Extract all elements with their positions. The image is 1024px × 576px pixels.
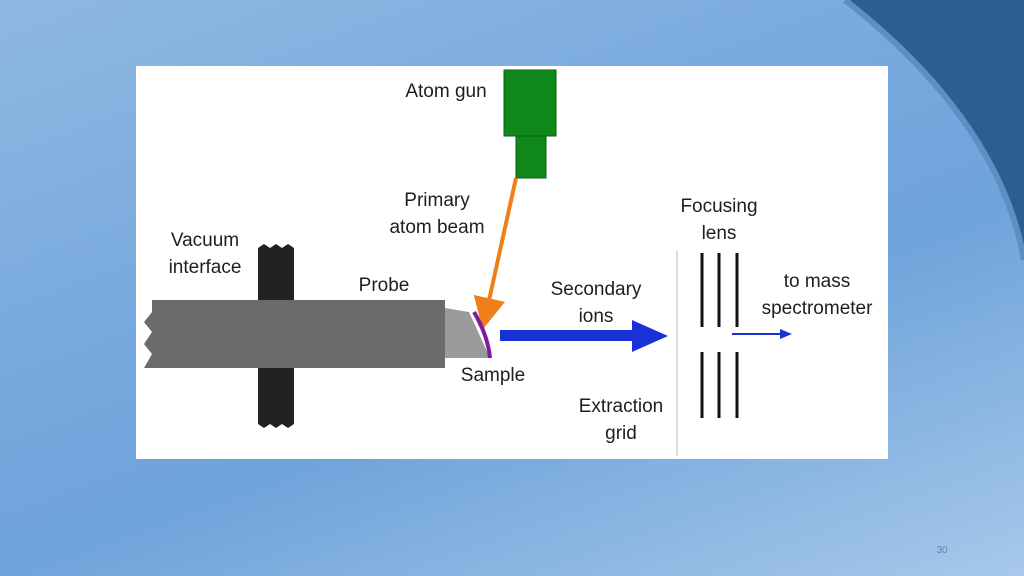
focusing-lens [700,253,739,418]
label-secondary-ions: Secondary ions [531,276,661,330]
label-vacuum-line2: interface [168,257,242,278]
sample [472,310,492,359]
background-curve-shape [845,0,1024,260]
label-vacuum-interface: Vacuum interface [150,227,260,281]
label-primary-beam: Primary atom beam [362,187,512,241]
primary-beam-arrow [473,177,518,330]
atom-gun [503,69,557,179]
probe-tip [445,308,490,358]
label-to-mass-spectrometer: to mass spectrometer [748,268,886,322]
atom-gun-nozzle [515,135,547,179]
label-focusing-line1: Focusing [680,196,758,217]
atom-gun-body [503,69,557,137]
to-mass-spectrometer-arrow [732,329,792,339]
fab-ms-diagram [144,69,792,456]
label-vacuum-line1: Vacuum [170,230,240,251]
label-to-mass-line2: spectrometer [761,298,873,319]
background-curve-edge [843,0,1024,261]
label-atom-gun: Atom gun [405,81,487,102]
probe [144,300,445,368]
label-probe: Probe [358,275,410,296]
label-extraction-grid: Extraction grid [561,393,681,447]
diagram-panel: Atom gun Primary atom beam Vacuum interf… [136,66,888,459]
label-primary-beam-line2: atom beam [389,217,485,238]
label-to-mass-line1: to mass [783,271,851,292]
label-secondary-line1: Secondary [550,279,642,300]
label-secondary-line2: ions [578,306,614,327]
label-focusing-line2: lens [701,223,737,244]
label-primary-beam-line1: Primary [404,190,470,211]
label-extraction-line2: grid [605,423,637,444]
secondary-ions-arrow [500,320,668,352]
label-sample: Sample [460,365,526,386]
label-focusing-lens: Focusing lens [664,193,774,247]
slide-number: 30 [936,545,948,556]
label-extraction-line1: Extraction [578,396,664,417]
